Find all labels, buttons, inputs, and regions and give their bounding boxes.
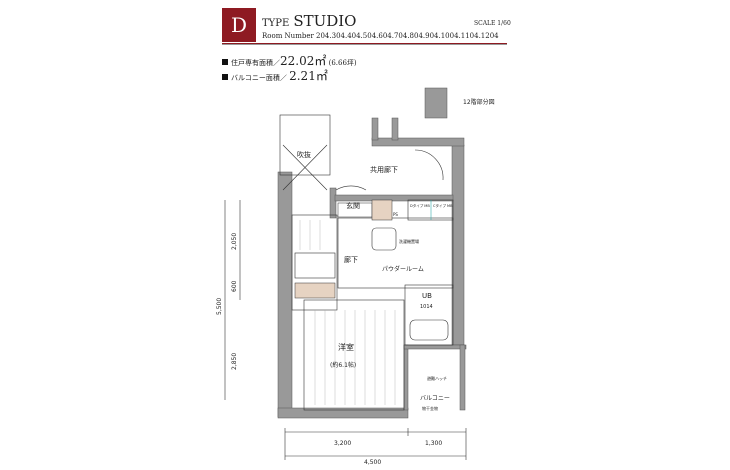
balcony-area: バルコニー面積／ 2.21㎡ [222,67,328,84]
dim-w2: 1,300 [425,440,442,447]
room-label: 洋室 [338,342,354,352]
unit-area: 住戸専有面積／22.02㎡ (6.66坪) [222,52,357,69]
powder-room [337,217,454,289]
mb-c-label: Cタイプ MB [433,203,453,208]
dim-w1: 3,200 [334,440,351,447]
powder-room-label: パウダールーム [382,265,424,273]
void-label: 吹抜 [297,150,311,159]
type-prefix: TYPE [262,18,290,29]
handrail-label: 物干金物 [422,405,438,411]
entrance-label: 玄関 [346,201,360,210]
mb-d-label: Dタイプ MB [410,203,430,208]
dim-total-w: 4,500 [364,459,381,466]
washer-label: 洗濯機置場 [399,238,419,244]
room-size: (約6.1帖) [330,361,356,369]
dim-total-h: 5,500 [216,298,223,315]
dim-h3: 2,850 [231,353,238,370]
balcony-area-label: バルコニー面積／ [231,74,287,82]
kitchen-area [291,214,338,311]
hatch-label: 避難ハッチ [427,375,447,381]
western-room [303,299,405,411]
corridor-label: 共用廊下 [370,165,398,174]
header-divider [222,43,507,45]
type-badge: D [222,8,256,42]
ub-label: UB [422,292,432,300]
balcony-area-value: 2.21㎡ [289,69,328,83]
ps-label: PS [393,212,398,217]
dim-h1: 2,050 [231,233,238,250]
unit-area-tsubo: (6.66坪) [328,59,357,67]
void-area [279,114,331,176]
balcony-label: バルコニー [420,395,450,402]
detail-label: 12階部分図 [463,98,495,106]
type-name: STUDIO [293,12,357,30]
unit-area-value: 22.02㎡ [280,54,327,68]
room-numbers: Room Number 204.304.404.504.604.704.804.… [262,32,499,40]
floor-hatching [299,220,396,405]
unit-bath [404,284,454,346]
unit-area-label: 住戸専有面積／ [231,59,280,67]
hall-label: 廊下 [344,255,358,264]
dim-h2: 600 [231,280,238,292]
walls [277,87,467,419]
ub-size: 1014 [420,304,433,310]
scale-label: SCALE 1/60 [474,20,511,27]
